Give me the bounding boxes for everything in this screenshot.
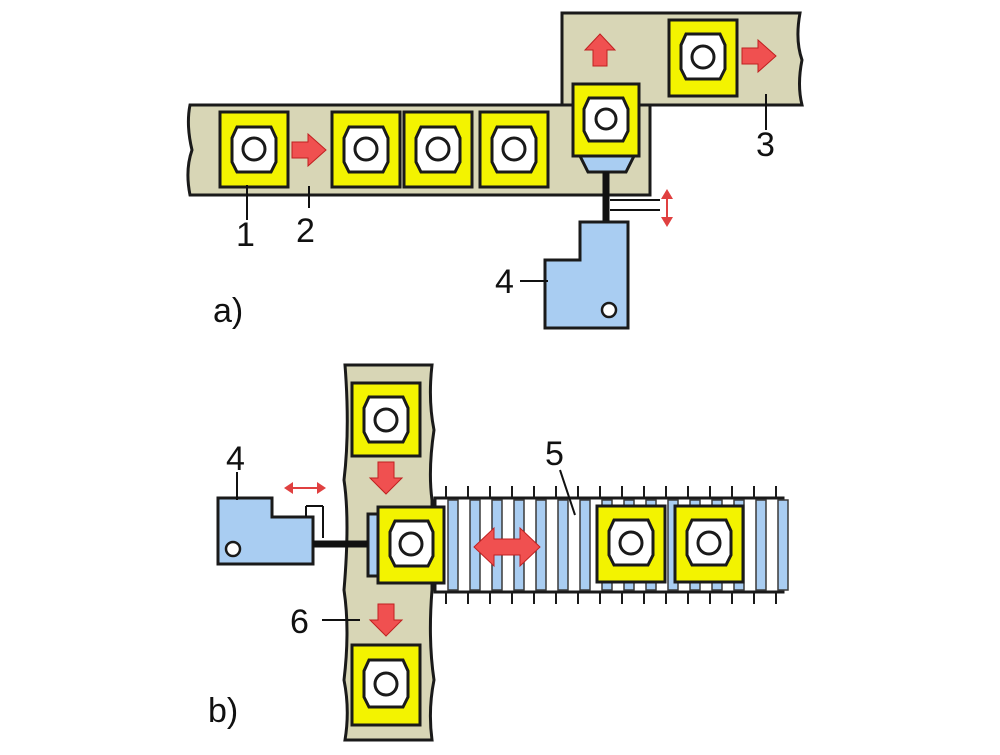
label-4: 4 [495, 263, 514, 301]
conveyor-slat [579, 499, 591, 591]
shuttle-double-arrow [473, 526, 541, 568]
conveyor-slat [447, 499, 459, 591]
flow-arrow-up [583, 33, 617, 67]
actuator-4 [216, 496, 315, 566]
conveyor-5-ticks [445, 486, 777, 604]
label-4: 4 [226, 440, 245, 478]
flow-arrow-down [368, 603, 404, 637]
pallet [478, 110, 550, 189]
pallet [595, 504, 667, 584]
vertical-double-arrow [661, 189, 673, 227]
pallet-lifted [571, 82, 641, 158]
pallet [218, 110, 290, 189]
horizontal-double-arrow [284, 482, 326, 494]
flow-arrow-right [291, 132, 327, 168]
part-a: 1 2 3 4 a) [186, 11, 804, 330]
label-1: 1 [236, 216, 255, 254]
conveyor-slat [777, 499, 789, 591]
actuator-4 [543, 220, 630, 330]
pallet [350, 381, 422, 458]
part-b-label: b) [208, 692, 238, 730]
conveyor-slat [557, 499, 569, 591]
actuator-pivot [224, 540, 242, 558]
pallet [673, 504, 745, 584]
conveyor-slat [755, 499, 767, 591]
actuator-pivot [600, 301, 618, 319]
pallet [402, 110, 474, 189]
flow-arrow-right [741, 38, 777, 74]
pallet [330, 110, 402, 189]
label-3: 3 [756, 126, 775, 164]
flow-arrow-down [368, 461, 404, 495]
lifter-head [577, 154, 637, 174]
pallet [350, 643, 422, 727]
pallet-transfer [376, 505, 446, 585]
pallet [667, 18, 739, 98]
label-6: 6 [290, 603, 309, 641]
part-a-label: a) [213, 292, 243, 330]
label-5: 5 [545, 435, 564, 473]
part-b: 4 5 6 b) [208, 363, 789, 742]
label-2: 2 [296, 212, 315, 250]
